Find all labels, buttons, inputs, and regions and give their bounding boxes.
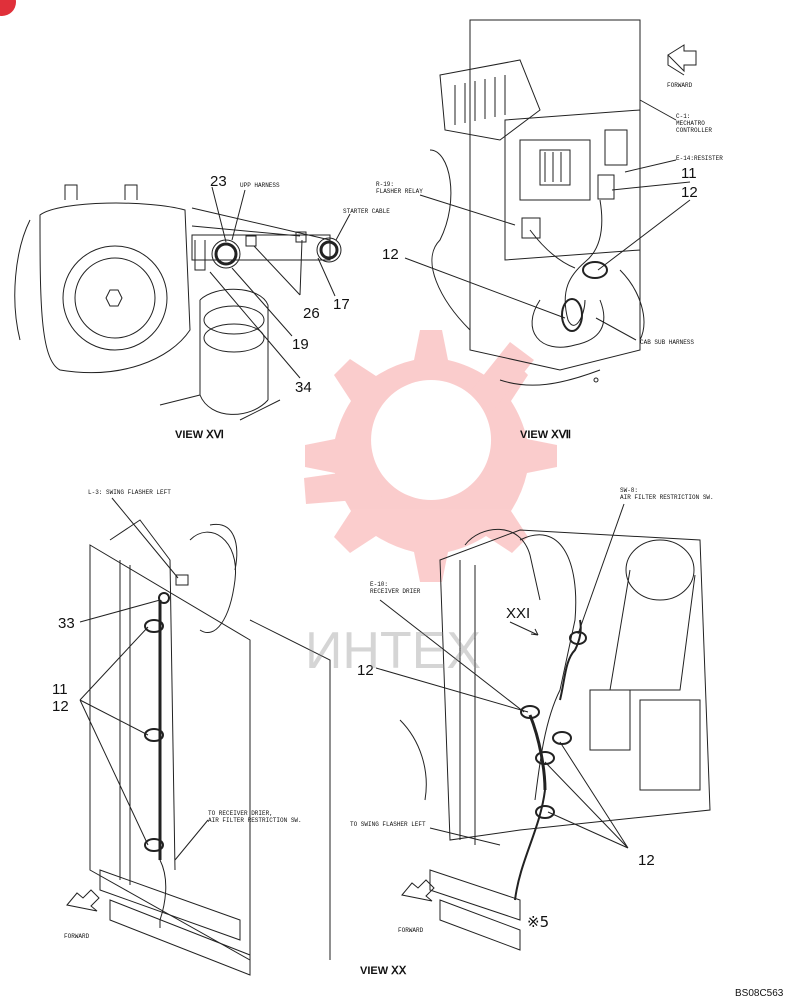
- sw8-label: SW-8:AIR FILTER RESTRICTION SW.: [620, 487, 714, 501]
- c1-line3: CONTROLLER: [676, 127, 712, 134]
- clamp-xxi-3: [535, 751, 555, 765]
- clamp-xxi-5: [569, 631, 587, 645]
- view-xvii-drawing: [404, 19, 697, 386]
- callout-19: 19: [292, 336, 309, 353]
- sw8-line2: AIR FILTER RESTRICTION SW.: [620, 494, 714, 501]
- clamp-xxi-2: [552, 731, 572, 745]
- to-swing-label: TO SWING FLASHER LEFT: [350, 821, 426, 828]
- starter-cable-clamp: [316, 237, 342, 263]
- e10-label: E-10:RECEIVER DRIER: [370, 581, 421, 595]
- callout-12-xx: 12: [52, 698, 69, 715]
- cab-sub-harness-label: CAB SUB HARNESS: [640, 339, 694, 346]
- sheet-code: BS08C563: [735, 988, 784, 999]
- upp-harness-label: UPP HARNESS: [240, 182, 280, 189]
- clamp-xxi-4: [535, 805, 555, 819]
- to-receiver-line2: AIR FILTER RESTRICTION SW.: [208, 817, 302, 824]
- to-receiver-label: TO RECEIVER DRIER,AIR FILTER RESTRICTION…: [208, 810, 302, 824]
- view-xxi-drawing: [375, 503, 711, 951]
- watermark-gear-icon: [304, 330, 557, 582]
- c1-line2: MECHATRO: [676, 120, 705, 127]
- callout-23: 23: [210, 173, 227, 190]
- view-xvi-title: VIEW ⅩⅥ: [175, 429, 224, 441]
- clamp-xxi-1: [520, 705, 540, 719]
- callout-12-xvii-b: 12: [382, 246, 399, 263]
- e10-line1: E-10:: [370, 581, 388, 588]
- view-xx-title: VIEW ⅩⅩ: [360, 965, 407, 977]
- starter-cable-label: STARTER CABLE: [343, 208, 390, 215]
- r19-line1: R-19:: [376, 181, 394, 188]
- callout-11-xx: 11: [52, 681, 68, 698]
- callout-26: 26: [303, 305, 320, 322]
- view-xvi-drawing: [14, 184, 351, 421]
- clamp-xx-1: [144, 619, 164, 633]
- view-xvii-title: VIEW ⅩⅦ: [520, 429, 571, 441]
- view-xxi-marker: XXI: [506, 605, 530, 622]
- e10-line2: RECEIVER DRIER: [370, 588, 421, 595]
- callout-12-xxi-b: 12: [638, 852, 655, 869]
- r19-label: R-19:FLASHER RELAY: [376, 181, 423, 195]
- e14-label: E-14:RESISTER: [676, 155, 723, 162]
- sw8-line1: SW-8:: [620, 487, 638, 494]
- view-xx-drawing: [66, 497, 331, 976]
- forward-label-xx: FORWARD: [64, 933, 90, 940]
- r19-line2: FLASHER RELAY: [376, 188, 423, 195]
- note-5: ※5: [527, 913, 549, 931]
- corner-badge: [0, 0, 16, 16]
- callout-17: 17: [333, 296, 350, 313]
- callout-12-xxi-a: 12: [357, 662, 374, 679]
- callout-34: 34: [295, 379, 312, 396]
- forward-label-xvii: FORWARD: [667, 82, 693, 89]
- c1-line1: C-1:: [676, 113, 690, 120]
- callout-11-xvii: 11: [681, 165, 697, 182]
- l3-label: L-3: SWING FLASHER LEFT: [88, 489, 171, 496]
- watermark-text: ИНТЕХ: [305, 622, 481, 680]
- callout-12-xvii-a: 12: [681, 184, 698, 201]
- forward-label-xxi: FORWARD: [398, 927, 424, 934]
- to-receiver-line1: TO RECEIVER DRIER,: [208, 810, 273, 817]
- callout-33: 33: [58, 615, 75, 632]
- clamp-xx-2: [144, 728, 164, 742]
- clamp-xx-3: [144, 838, 164, 852]
